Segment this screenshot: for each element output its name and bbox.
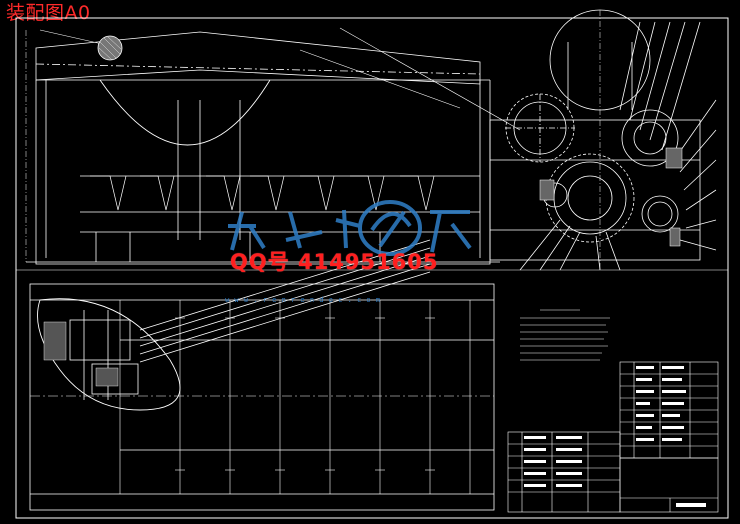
feed-roller-hatch <box>98 36 122 61</box>
bolt-markers <box>175 317 435 471</box>
drive-side-view <box>489 9 717 271</box>
plan-view-hatching <box>43 321 119 387</box>
elevation-view <box>25 27 521 265</box>
title-block-cells <box>524 366 706 507</box>
hatched-bearing-parts <box>539 147 683 247</box>
qq-watermark: QQ号 414951605 <box>230 250 439 274</box>
watermark-url: w w w . r e n r e n d o c . c o m <box>225 296 381 304</box>
parts-list-table <box>507 361 719 513</box>
technical-notes-block <box>520 309 610 361</box>
feed-roller-hatched <box>97 35 123 61</box>
watermark-logo <box>228 200 472 256</box>
drawing-border <box>15 17 729 519</box>
